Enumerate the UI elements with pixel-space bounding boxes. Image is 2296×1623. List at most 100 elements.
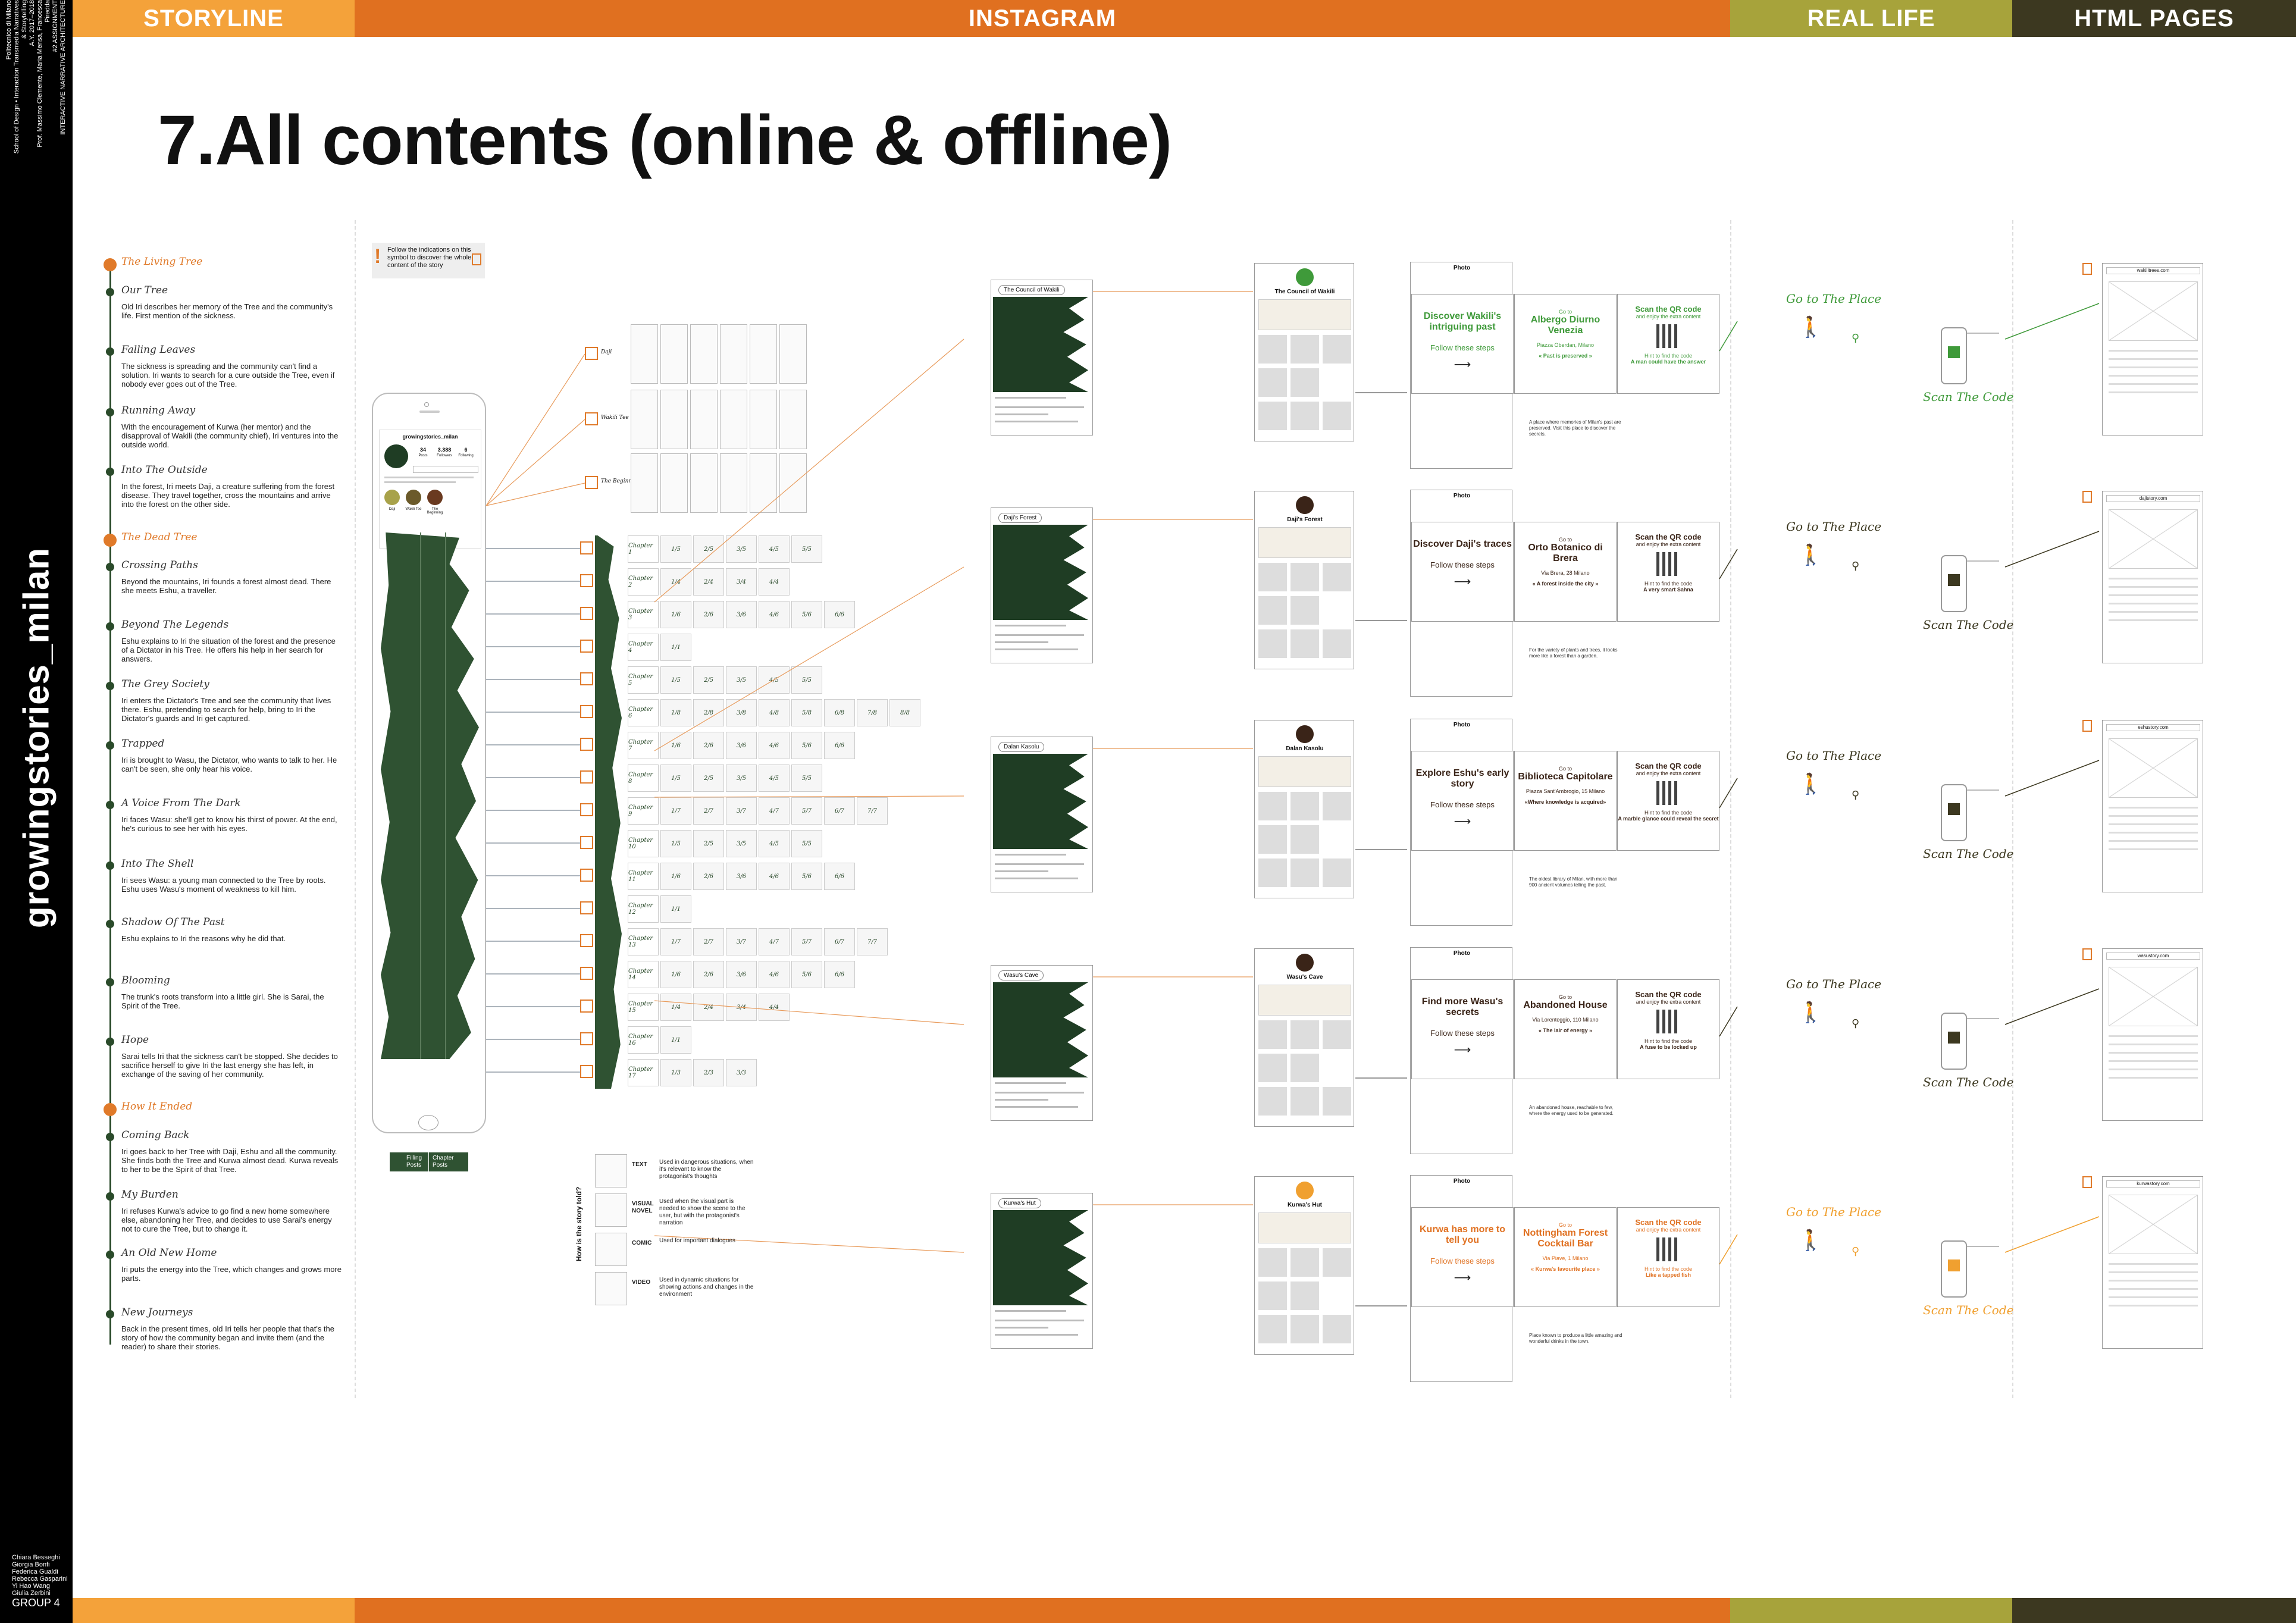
story-frame [750, 324, 777, 384]
map-pin-icon: ⚲ [1852, 789, 1860, 801]
location-profile[interactable]: Dalan Kasolu [1254, 720, 1354, 898]
home-button[interactable] [418, 1115, 438, 1130]
profile-name: Wasu's Cave [1286, 974, 1323, 980]
section-dot [104, 534, 117, 547]
location-profile[interactable]: The Council of Wakili [1254, 263, 1354, 441]
place-tagline: «Where knowledge is acquired» [1524, 799, 1606, 805]
chapter-post: 4/5 [759, 666, 790, 694]
scan-code-label: Scan The Code [1923, 618, 2014, 632]
post-text-line [995, 397, 1066, 399]
chapter-post: 2/6 [693, 732, 724, 759]
event-dot [106, 563, 114, 571]
qr-code-icon [1656, 1237, 1680, 1261]
goto-label: Go to [1558, 766, 1572, 772]
story-frame [720, 453, 747, 513]
story-post[interactable]: Kurwa's Hut [991, 1193, 1093, 1349]
hint-text: A fuse to be locked up [1640, 1044, 1697, 1050]
page-text-line [2109, 1069, 2198, 1070]
walking-person-icon: 🚶 [1798, 316, 1824, 339]
chapter-label: Chapter 4 [628, 634, 659, 661]
location-profile[interactable]: Daji's Forest [1254, 491, 1354, 669]
footer-segment [355, 1598, 1730, 1623]
chapter-post: 6/6 [824, 601, 855, 628]
page-text-line [2109, 1077, 2198, 1079]
chapter-post: 5/6 [791, 732, 822, 759]
document-icon [580, 803, 593, 816]
page-image [2109, 1195, 2198, 1254]
story-frame [720, 390, 747, 449]
story-post[interactable]: Daji's Forest [991, 507, 1093, 663]
highlight-circle[interactable] [406, 490, 421, 505]
avatar [1296, 268, 1314, 286]
highlight-label: Wakili Tee [601, 415, 629, 421]
chapter-post: 4/6 [759, 863, 790, 890]
stat: 3.388 [437, 447, 452, 453]
document-icon [585, 412, 598, 425]
event-text: Iri refuses Kurwa's advice to go find a … [121, 1207, 332, 1233]
follow-steps: Follow these steps [1430, 560, 1495, 569]
event-dot [106, 1251, 114, 1259]
chapter-post: 1/1 [660, 1026, 691, 1054]
highlight-circle[interactable] [384, 490, 400, 505]
stat: 34 [419, 447, 426, 453]
post-caption: The Council of Wakili [998, 285, 1065, 295]
html-page[interactable]: kurwastory.com [2102, 1176, 2203, 1349]
html-page[interactable]: wasustory.com [2102, 948, 2203, 1121]
chapter-post: 1/1 [660, 634, 691, 661]
chapter-post: 1/6 [660, 863, 691, 890]
location-profile[interactable]: Wasu's Cave [1254, 948, 1354, 1127]
page-image [2109, 967, 2198, 1026]
chapter-post: 5/5 [791, 764, 822, 792]
chapter-post: 6/6 [824, 863, 855, 890]
event-heading: Hope [121, 1034, 149, 1046]
story-post[interactable]: The Council of Wakili [991, 280, 1093, 435]
connector-line [485, 419, 585, 506]
highlight-circle[interactable] [427, 490, 443, 505]
chapter-post: 1/5 [660, 535, 691, 563]
chapter-label: Chapter 6 [628, 699, 659, 726]
frame-header: Photo [1453, 722, 1471, 728]
goto-place-label: Go to The Place [1786, 1205, 1882, 1219]
column-divider [1730, 220, 1731, 1398]
map-thumbnail [1258, 527, 1351, 558]
chapter-post: 1/7 [660, 797, 691, 825]
follow-button[interactable] [413, 466, 478, 473]
event-text: With the encouragement of Kurwa (her men… [121, 422, 339, 449]
post-image [993, 525, 1088, 620]
page-text-line [2109, 807, 2198, 809]
profile-name: Kurwa's Hut [1288, 1202, 1322, 1208]
follow-steps: Follow these steps [1430, 1257, 1495, 1265]
connector-line [1719, 549, 1738, 579]
html-page[interactable]: eshustory.com [2102, 720, 2203, 892]
location-profile[interactable]: Kurwa's Hut [1254, 1176, 1354, 1355]
post-text-line [995, 1320, 1084, 1321]
page-url: kurwastory.com [2106, 1180, 2200, 1188]
arrow-right-icon: ⟶ [1454, 1044, 1471, 1057]
grid-line [420, 532, 421, 1059]
page-text-line [2109, 586, 2198, 588]
section-dot [104, 258, 117, 271]
event-dot [106, 741, 114, 750]
story-post[interactable]: Wasu's Cave [991, 965, 1093, 1121]
document-icon [580, 672, 593, 685]
event-dot [106, 1038, 114, 1046]
format-description: Used when the visual part is needed to s… [659, 1198, 746, 1226]
hint-text: Like a tapped fish [1645, 1272, 1692, 1278]
document-icon [2082, 948, 2092, 960]
chapter-post: 6/6 [824, 961, 855, 988]
event-heading: My Burden [121, 1189, 178, 1201]
highlight-label: Wakili Tee [405, 507, 422, 511]
document-icon [580, 607, 593, 620]
html-page[interactable]: wakilitrees.com [2102, 263, 2203, 435]
chapter-label: Chapter 3 [628, 601, 659, 628]
event-dot [106, 408, 114, 416]
html-page[interactable]: dajistory.com [2102, 491, 2203, 663]
post-image [993, 754, 1088, 849]
chapter-post: 3/7 [726, 928, 757, 955]
story-post[interactable]: Dalan Kasolu [991, 737, 1093, 892]
hint-text: A marble glance could reveal the secret [1618, 816, 1719, 822]
chapter-post: 1/4 [660, 994, 691, 1021]
